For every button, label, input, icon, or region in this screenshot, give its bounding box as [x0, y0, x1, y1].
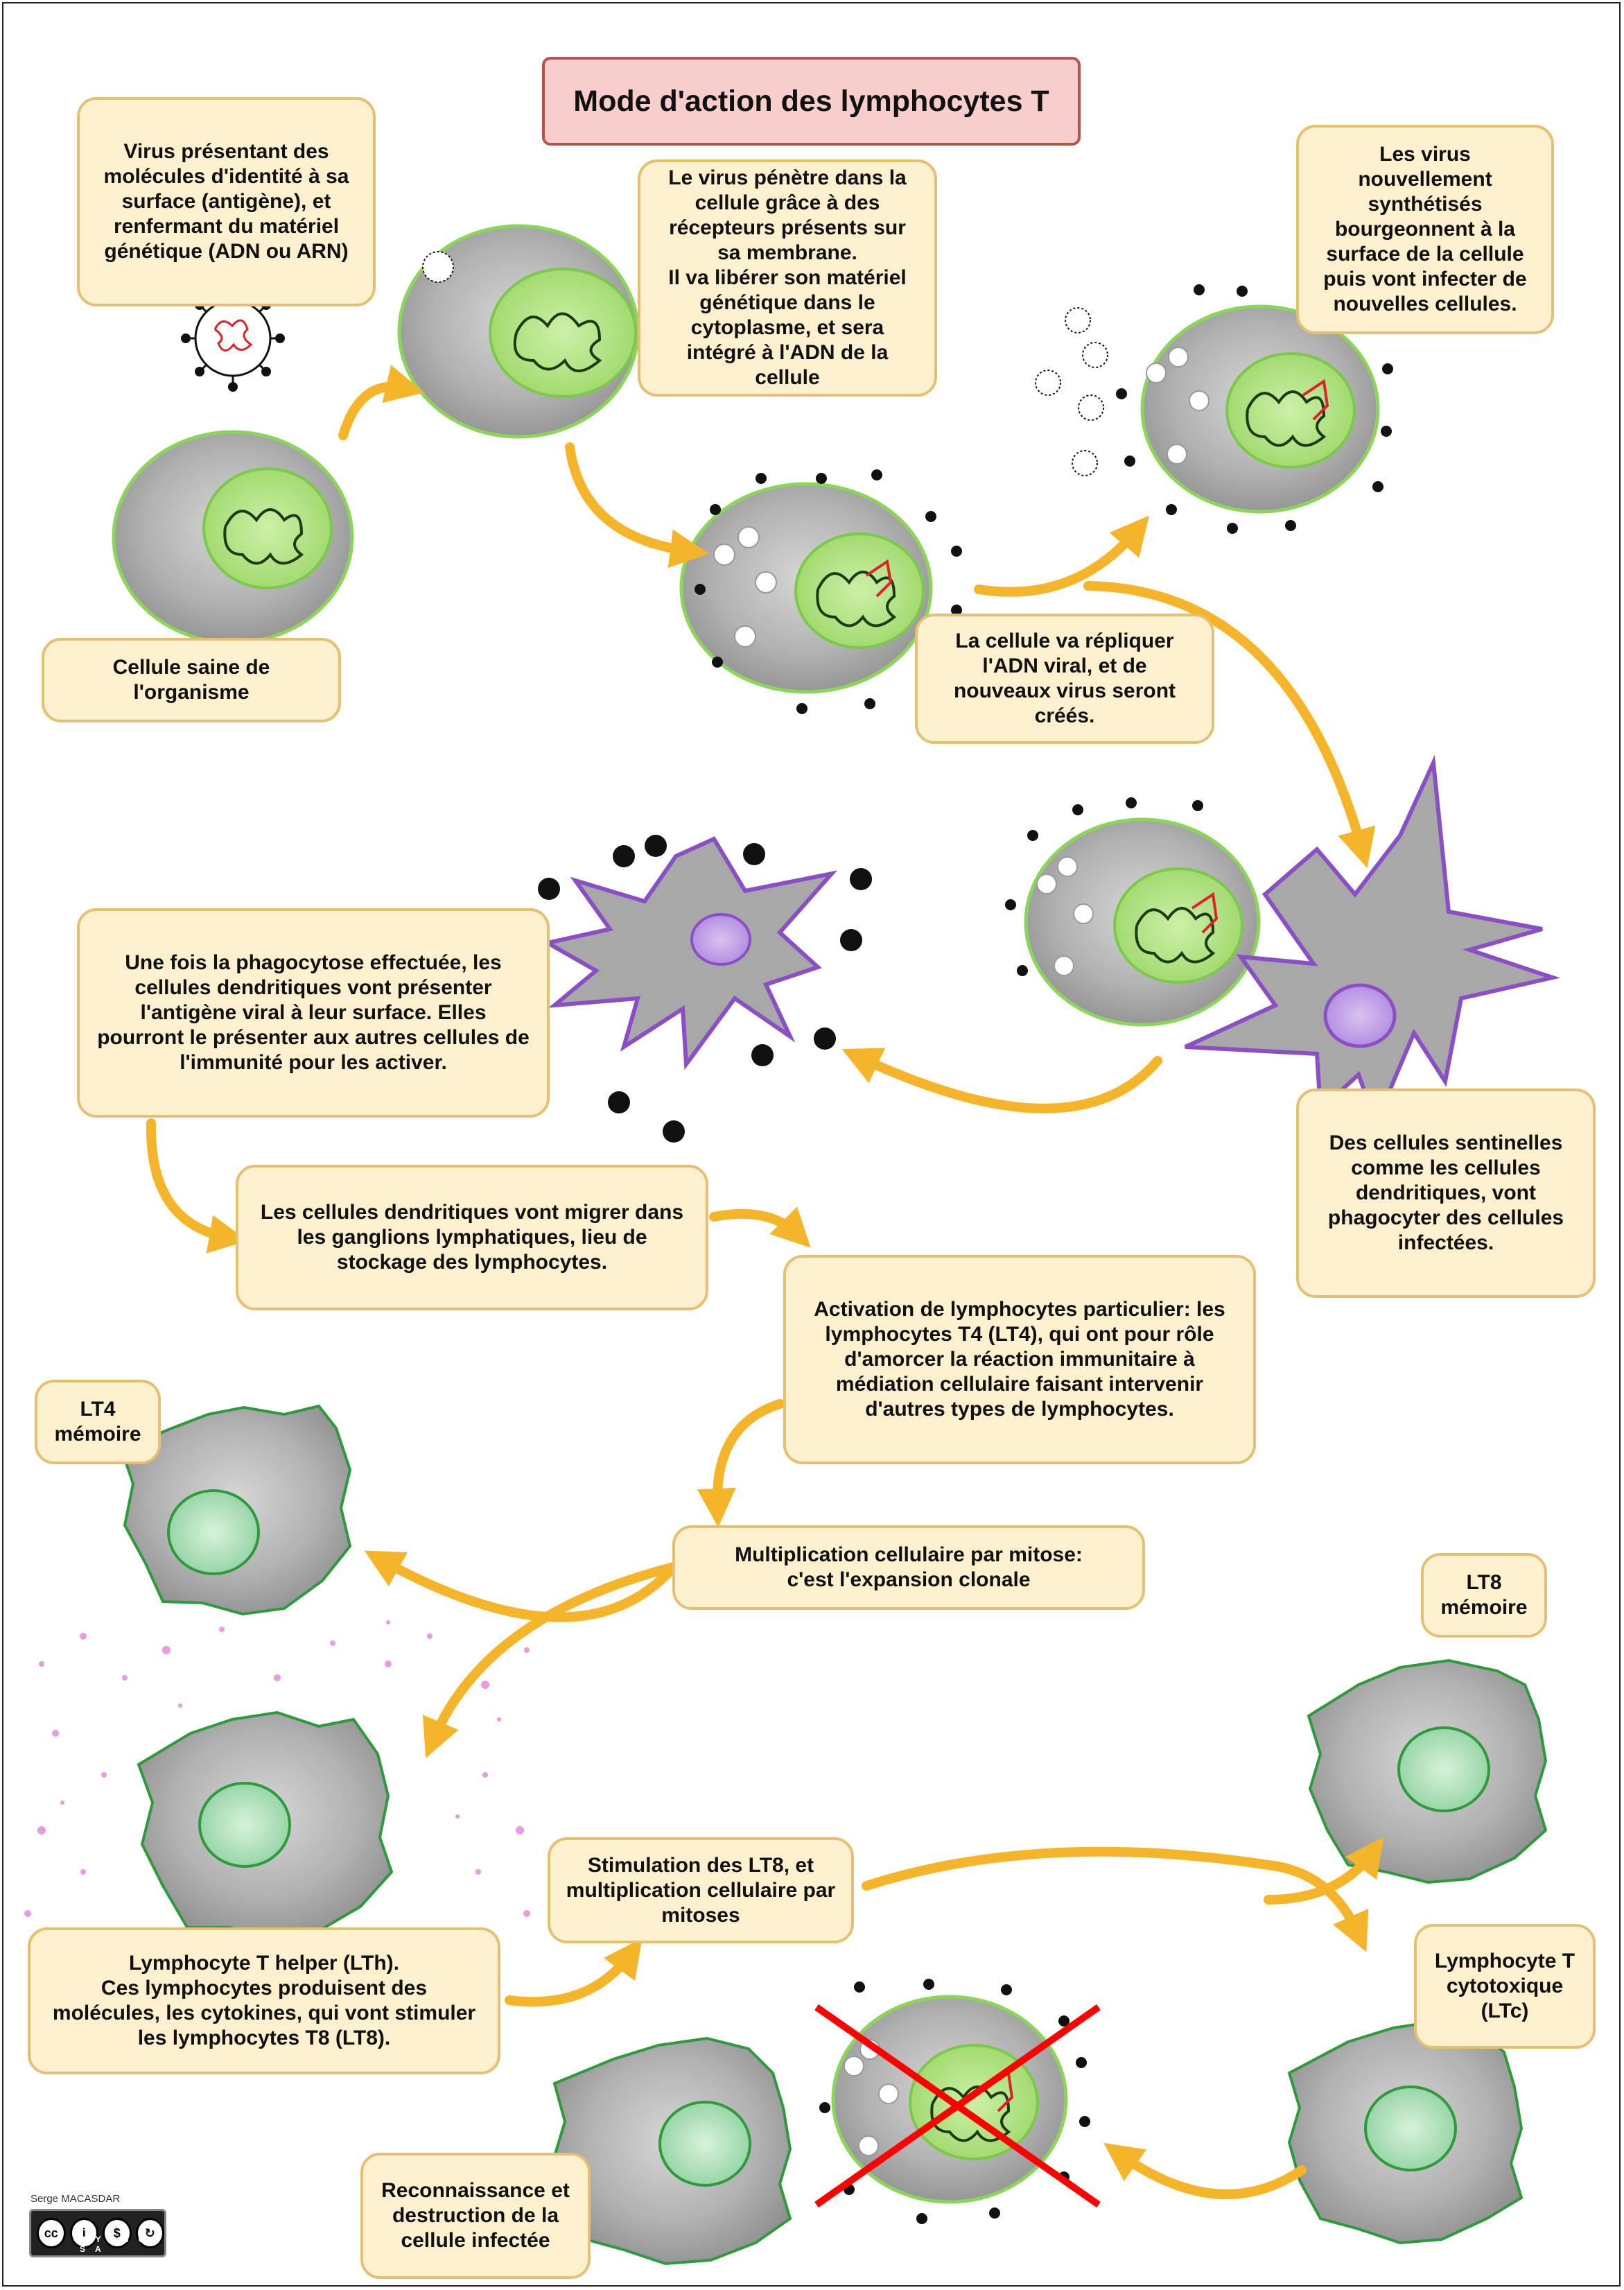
dendritic-cell-presenting [514, 835, 872, 1143]
sa-icon: ↻ [135, 2218, 164, 2248]
replicating-cell [679, 469, 962, 714]
destroyed-infected-cell [814, 1979, 1101, 2224]
author-credit: Serge MACASDAR [30, 2193, 121, 2205]
lt4-memory-label: LT4 mémoire [35, 1380, 161, 1464]
healthy-cell [112, 430, 354, 645]
cc-icon: cc [37, 2218, 66, 2248]
page-title: Mode d'action des lymphocytes T [542, 57, 1081, 146]
by-icon: i [69, 2218, 98, 2248]
budding-description: Les virus nouvellement synthétisés bourg… [1296, 125, 1554, 334]
lth-description: Lymphocyte T helper (LTh). Ces lymphocyt… [28, 1927, 500, 2074]
license-badge: cc i $ ↻ BY NC SA [29, 2209, 166, 2257]
lt8-memory-cell [1307, 1658, 1548, 1884]
healthy-cell-label: Cellule saine de l'organisme [42, 638, 341, 722]
lt8-memory-label: LT8 mémoire [1421, 1553, 1547, 1638]
ltc-label: Lymphocyte T cytotoxique (LTc) [1414, 1924, 1596, 2049]
flow-arrows [146, 365, 1384, 2199]
ltc-cytotoxic-cell [1287, 2019, 1523, 2245]
clonal-expansion-description: Multiplication cellulaire par mitose: c'… [672, 1525, 1145, 1610]
license-labels: BY NC SA [80, 2235, 155, 2254]
lt8-stimulation-description: Stimulation des LT8, et multiplication c… [548, 1837, 854, 1943]
ltc-attacking-cell [552, 2036, 792, 2266]
budding-cell [1035, 284, 1393, 534]
infected-cell-entry [397, 224, 640, 439]
infected-cell-phagocytosed [1005, 797, 1261, 1027]
lt4-memory-cell [119, 1404, 352, 1616]
lth-helper-cell [24, 1620, 530, 1940]
destruction-description: Reconnaissance et destruction de la cell… [360, 2153, 591, 2279]
sentinel-cells-description: Des cellules sentinelles comme les cellu… [1296, 1088, 1596, 1298]
virus-particle [181, 286, 285, 392]
virus-entry-description: Le virus pénètre dans la cellule grâce à… [638, 159, 937, 397]
nc-icon: $ [103, 2218, 132, 2248]
antigen-presentation-description: Une fois la phagocytose effectuée, les c… [77, 908, 550, 1118]
replication-description: La cellule va répliquer l'ADN viral, et … [915, 614, 1214, 744]
lt4-activation-description: Activation de lymphocytes particulier: l… [783, 1255, 1256, 1464]
virus-description: Virus présentant des molécules d'identit… [77, 97, 376, 306]
migration-description: Les cellules dendritiques vont migrer da… [236, 1165, 708, 1310]
